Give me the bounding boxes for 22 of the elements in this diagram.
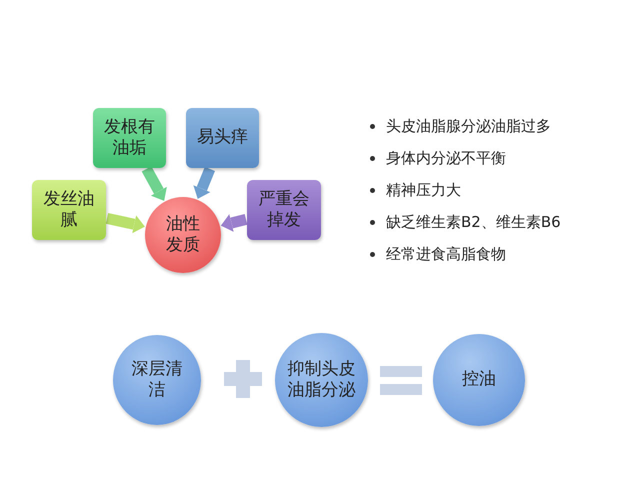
block-arrow bbox=[106, 212, 145, 234]
bullet-item: 精神压力大 bbox=[368, 174, 561, 206]
bullet-item: 缺乏维生素B2、维生素B6 bbox=[368, 206, 561, 238]
block-arrow bbox=[142, 166, 167, 201]
node-text: 抑制头皮油脂分泌 bbox=[287, 358, 356, 402]
node-text: 易头痒 bbox=[197, 127, 248, 149]
bullet-item: 经常进食高脂食物 bbox=[368, 238, 561, 270]
bullet-item: 头皮油脂腺分泌油脂过多 bbox=[368, 110, 561, 142]
node-text: 发丝油腻 bbox=[42, 188, 96, 232]
node-text: 严重会掉发 bbox=[258, 188, 310, 232]
rounded-box bbox=[93, 108, 166, 168]
block-arrow bbox=[220, 214, 248, 232]
node-text: 控油 bbox=[462, 369, 496, 391]
rounded-box bbox=[32, 180, 106, 240]
node-text: 深层清洁 bbox=[130, 358, 184, 402]
rounded-box bbox=[186, 108, 259, 168]
node-text: 发根有油垢 bbox=[103, 116, 156, 160]
rounded-box bbox=[247, 180, 321, 240]
node-text: 油性发质 bbox=[165, 214, 201, 256]
bullet-item: 身体内分泌不平衡 bbox=[368, 142, 561, 174]
block-arrow bbox=[193, 166, 215, 199]
circle-node bbox=[145, 197, 221, 273]
